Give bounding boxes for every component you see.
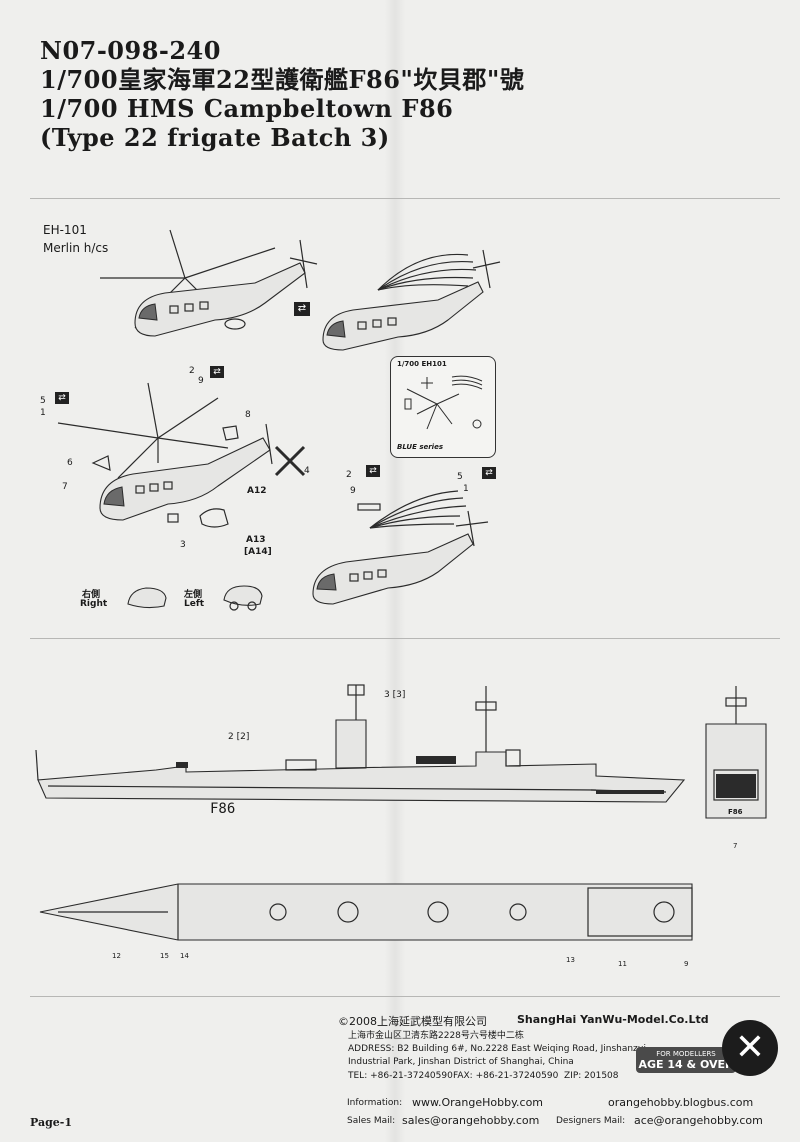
hull-number: F86 (210, 801, 236, 817)
callout-2-lower: 2 (346, 470, 352, 480)
callout-2: 2 (189, 366, 195, 376)
front-hull-number: F86 (728, 808, 743, 816)
footer-fax: FAX: +86-21-37240590 (453, 1071, 559, 1081)
title-block: N07-098-240 1/700皇家海軍22型護衛艦F86"坎貝郡"號 1/7… (40, 36, 524, 152)
sales-mail-label: Sales Mail: (347, 1116, 396, 1126)
right-side-part-drawing (127, 587, 167, 609)
sprue-series-label: BLUE series (397, 443, 443, 451)
title-english: 1/700 HMS Campbeltown F86 (40, 94, 454, 123)
callout-8: 8 (245, 410, 251, 420)
swap-arrow-icon: ⇄ (482, 467, 496, 479)
footer-address-en-1: ADDRESS: B2 Building 6#, No.2228 East We… (348, 1044, 646, 1054)
swap-arrow-icon: ⇄ (294, 302, 310, 316)
footer-tel: TEL: +86-21-37240590 (348, 1071, 453, 1081)
callout-1: 1 (40, 408, 46, 418)
side-right-en: Right (80, 599, 108, 609)
title-chinese: 1/700皇家海軍22型護衛艦F86"坎貝郡"號 (40, 65, 525, 94)
sprue-parts-drawing (404, 375, 483, 430)
callout-7: 7 (62, 482, 68, 492)
ship-front-view-drawing (705, 686, 767, 819)
callout-3: 3 (180, 540, 186, 550)
callout-4: 4 (304, 466, 310, 476)
information-url[interactable]: www.OrangeHobby.com (412, 1096, 544, 1109)
ship-side-profile-drawing (35, 684, 686, 803)
footer-copyright-cn: ©2008上海延武模型有限公司 (338, 1015, 487, 1028)
front-callout-7: 7 (733, 842, 738, 850)
callout-9: 9 (198, 376, 204, 386)
blog-url[interactable]: orangehobby.blogbus.com (608, 1096, 754, 1109)
side-right-cn: 右側 (82, 590, 101, 600)
side-left-en: Left (184, 599, 205, 609)
plan-callout-15: 15 (160, 952, 169, 960)
helicopter-model-label: EH-101 (43, 223, 87, 237)
footer-address-en-2: Industrial Park, Jinshan District of Sha… (348, 1057, 574, 1067)
profile-callout-3: 3 [3] (384, 690, 406, 700)
information-label: Information: (347, 1098, 403, 1108)
callout-a13: A13 (246, 535, 266, 545)
tail-rotor-part-drawing (274, 445, 306, 477)
plan-callout-13: 13 (566, 956, 575, 964)
footer-company-en: ShangHai YanWu-Model.Co.Ltd (517, 1013, 709, 1026)
helicopter-drawing-folded-lower (312, 490, 489, 605)
subtitle-english: (Type 22 frigate Batch 3) (40, 123, 390, 152)
callout-5-lower: 5 (457, 472, 463, 482)
callout-1-lower: 1 (463, 484, 469, 494)
designers-email[interactable]: ace@orangehobby.com (634, 1114, 763, 1127)
callout-9-lower: 9 (350, 486, 356, 496)
left-side-part-drawing (223, 585, 263, 611)
helicopter-assembly-exploded-drawing (57, 382, 273, 528)
divider-bottom (30, 996, 780, 997)
plan-callout-12: 12 (112, 952, 121, 960)
age-badge-line2: AGE 14 & OVER (638, 1058, 734, 1071)
callout-a12: A12 (247, 486, 267, 496)
callout-a14: [A14] (244, 547, 272, 557)
plan-callout-11: 11 (618, 960, 627, 968)
age-badge: FOR MODELLERS AGE 14 & OVER (636, 1047, 736, 1073)
divider-middle (30, 638, 780, 639)
footer-address-cn: 上海市金山区卫清东路2228号六号楼中二栋 (348, 1031, 524, 1041)
sprue-sheet: 1/700 EH101 BLUE series (390, 356, 496, 458)
swap-arrow-icon: ⇄ (210, 366, 224, 378)
age-badge-line1: FOR MODELLERS (656, 1050, 716, 1058)
sales-email[interactable]: sales@orangehobby.com (402, 1114, 540, 1127)
page-number: Page-1 (30, 1116, 73, 1129)
ship-plan-view-drawing (39, 883, 693, 941)
callout-5: 5 (40, 396, 46, 406)
footer-zip: ZIP: 201508 (564, 1071, 619, 1081)
helicopter-variant-label: Merlin h/cs (43, 241, 109, 255)
sprue-scale-label: 1/700 EH101 (397, 360, 447, 368)
divider-top (30, 198, 780, 199)
plan-callout-9: 9 (684, 960, 689, 968)
callout-6: 6 (67, 458, 73, 468)
profile-callout-2: 2 [2] (228, 732, 250, 742)
helicopter-drawing-rotors-folded (322, 249, 501, 351)
side-left-cn: 左側 (184, 590, 203, 600)
age-warning-x-icon: ✕ (722, 1020, 778, 1076)
swap-arrow-icon: ⇄ (366, 465, 380, 477)
designers-mail-label: Designers Mail: (556, 1116, 626, 1126)
swap-arrow-icon: ⇄ (55, 392, 69, 404)
helicopter-drawing-rotors-spread (100, 229, 318, 337)
product-code: N07-098-240 (40, 36, 221, 65)
plan-callout-14: 14 (180, 952, 189, 960)
